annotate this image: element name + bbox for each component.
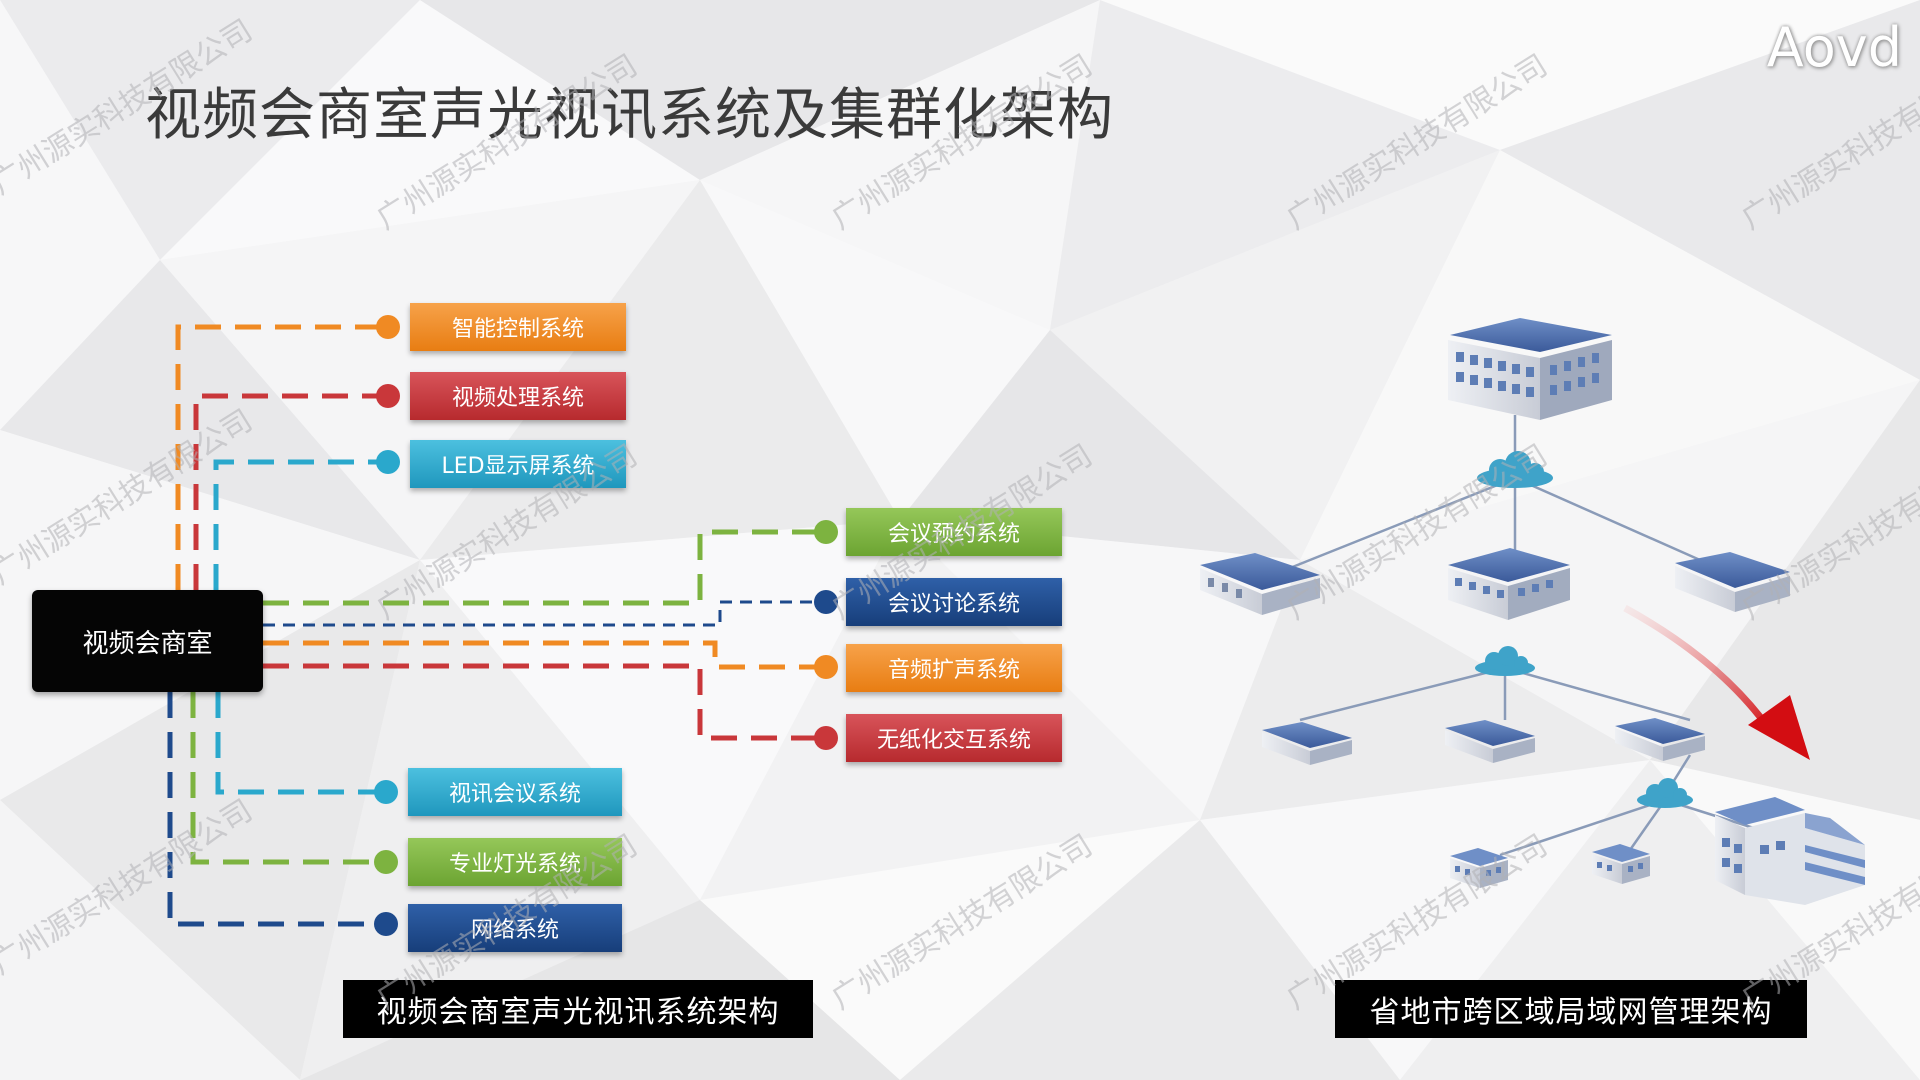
warehouse-icon [1675, 552, 1790, 612]
small-building-icon [1450, 848, 1508, 888]
system-meeting-discussion: 会议讨论系统 [846, 578, 1062, 626]
line-intelligent-control [175, 324, 388, 590]
dot-led-display [376, 450, 400, 474]
system-video-conference: 视讯会议系统 [408, 768, 622, 816]
brand-logo: Aovd [1766, 16, 1902, 79]
dot-paperless [814, 726, 838, 750]
warehouse-icon [1615, 718, 1705, 761]
line-meeting-booking [263, 529, 824, 606]
dot-audio-reinforcement [814, 655, 838, 679]
cloud-icon [1637, 778, 1693, 808]
caption-left-architecture: 视频会商室声光视讯系统架构 [343, 980, 813, 1038]
warehouse-icon [1445, 720, 1535, 763]
office-building-icon [1448, 548, 1570, 620]
factory-building-icon [1715, 797, 1865, 905]
system-audio-reinforcement: 音频扩声系统 [846, 644, 1062, 692]
dot-pro-lighting [374, 850, 398, 874]
dot-meeting-discussion [814, 590, 838, 614]
line-video-conference [215, 692, 386, 795]
line-meeting-discussion [263, 600, 824, 627]
system-meeting-booking: 会议预约系统 [846, 508, 1062, 556]
dot-video-processing [376, 384, 400, 408]
caption-right-architecture: 省地市跨区域局域网管理架构 [1335, 980, 1807, 1038]
dot-network [374, 912, 398, 936]
line-paperless [263, 663, 824, 741]
warehouse-icon [1200, 553, 1320, 615]
system-pro-lighting: 专业灯光系统 [408, 838, 622, 886]
line-led-display [213, 459, 388, 590]
system-network: 网络系统 [408, 904, 622, 952]
line-video-processing [193, 393, 388, 590]
dot-video-conference [374, 780, 398, 804]
system-paperless-interaction: 无纸化交互系统 [846, 714, 1062, 762]
red-arrow-icon [1623, 604, 1810, 760]
warehouse-icon [1262, 722, 1352, 765]
small-building-icon [1592, 844, 1650, 884]
hub-video-consultation-room: 视频会商室 [32, 590, 263, 692]
headquarters-building-icon [1448, 318, 1612, 420]
line-network [167, 692, 386, 927]
system-led-display: LED显示屏系统 [410, 440, 626, 488]
cloud-icon [1477, 451, 1553, 488]
line-pro-lighting [190, 692, 386, 865]
page-title: 视频会商室声光视讯系统及集群化架构 [145, 83, 1114, 148]
system-video-processing: 视频处理系统 [410, 372, 626, 420]
cloud-icon [1475, 646, 1535, 676]
dot-meeting-booking [814, 520, 838, 544]
system-intelligent-control: 智能控制系统 [410, 303, 626, 351]
line-audio-reinforcement [263, 640, 824, 670]
dot-intelligent-control [376, 315, 400, 339]
